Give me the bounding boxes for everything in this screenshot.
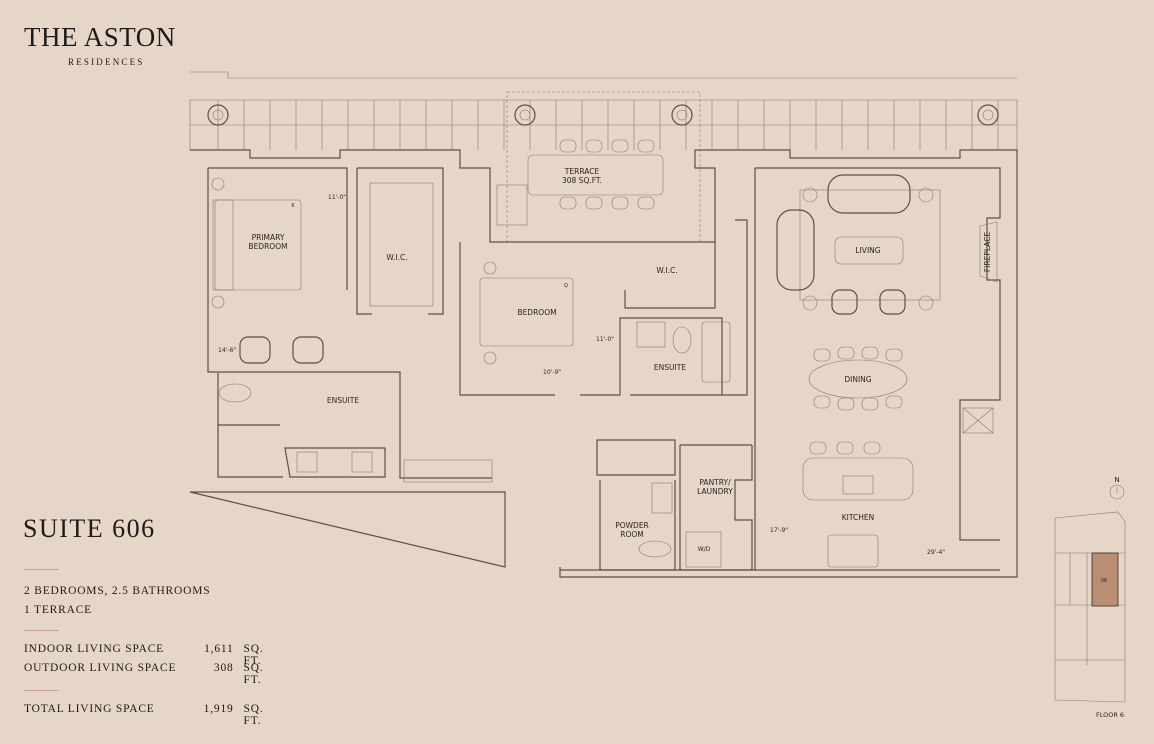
- dimension-label: 29'-4": [927, 549, 945, 556]
- chair: [611, 196, 629, 210]
- room-label: TERRACE: [564, 167, 600, 176]
- room-label: POWDER: [615, 521, 649, 530]
- area-row-outdoor: OUTDOOR LIVING SPACE 308 SQ. FT.: [24, 662, 284, 686]
- primary-bedroom-walls: [207, 167, 444, 415]
- kitchen-island: [802, 457, 914, 501]
- chair: [885, 348, 903, 362]
- area-unit: SQ. FT.: [243, 643, 264, 667]
- room-label: PRIMARY: [252, 233, 285, 242]
- dining-table: [808, 359, 908, 399]
- chair: [559, 139, 577, 153]
- armchair: [292, 336, 324, 364]
- room-label: W/D: [698, 546, 711, 553]
- chair: [861, 397, 879, 411]
- suite-terrace: 1 TERRACE: [24, 604, 93, 616]
- bed-size-label: K: [291, 203, 295, 209]
- room-label: BEDROOM: [248, 242, 287, 251]
- coffee-table: [834, 236, 904, 265]
- terrace-paving: [189, 71, 1018, 243]
- area-unit: SQ. FT.: [243, 662, 264, 686]
- area-value: 308: [213, 662, 234, 674]
- brand-logo-title: THE ASTON: [24, 22, 176, 52]
- chair: [585, 139, 603, 153]
- dimension-label: 17'-9": [770, 527, 788, 534]
- chair: [837, 397, 855, 411]
- dimension-label: 11'-0": [596, 336, 614, 343]
- cooktop: [827, 534, 879, 568]
- total-unit: SQ. FT.: [243, 703, 264, 727]
- dimension-label: 14'-6": [218, 347, 236, 354]
- chair: [637, 139, 655, 153]
- north-arrow-icon: [1109, 484, 1125, 500]
- fireplace: [979, 221, 998, 283]
- powder-pantry-walls: [596, 439, 753, 571]
- chair: [637, 196, 655, 210]
- closet-shelving: [369, 182, 434, 307]
- room-label: 308 SQ.FT.: [562, 176, 602, 185]
- room-label: ENSUITE: [327, 396, 359, 405]
- total-value: 1,919: [203, 703, 234, 715]
- room-label: LIVING: [855, 246, 880, 255]
- divider: [24, 630, 59, 631]
- brand-logo-subtitle: RESIDENCES: [68, 57, 145, 67]
- living-walls: [560, 167, 1001, 571]
- room-label: W.I.C.: [386, 253, 407, 262]
- planter-icons: [207, 104, 999, 126]
- king-bed: [214, 199, 302, 291]
- room-label: ENSUITE: [654, 363, 686, 372]
- area-label: OUTDOOR LIVING SPACE: [24, 662, 177, 674]
- chair: [885, 395, 903, 409]
- washer-dryer: [685, 531, 722, 568]
- total-label: TOTAL LIVING SPACE: [24, 703, 155, 715]
- chair: [837, 346, 855, 360]
- north-label: N: [1114, 476, 1119, 484]
- armchair: [239, 336, 271, 364]
- key-plan-unit-label: 06: [1101, 578, 1107, 584]
- chair: [809, 441, 827, 455]
- divider: [24, 690, 59, 691]
- suite-title: SUITE 606: [23, 514, 156, 543]
- room-label: BEDROOM: [517, 308, 556, 317]
- terrace-table: [527, 154, 664, 196]
- chair: [863, 441, 881, 455]
- bedroom-walls: [459, 219, 748, 396]
- closet: [403, 459, 493, 483]
- chair: [861, 346, 879, 360]
- room-label: LAUNDRY: [697, 487, 733, 496]
- living-rug: [799, 189, 941, 301]
- dimension-label: 11'-0": [328, 194, 346, 201]
- area-row-total: TOTAL LIVING SPACE 1,919 SQ. FT.: [24, 703, 284, 727]
- ensuite-walls: [217, 373, 492, 479]
- key-plan-suite-highlight: [1091, 552, 1119, 607]
- queen-bed: [479, 277, 574, 347]
- area-value: 1,611: [204, 643, 234, 655]
- headboard: [212, 199, 234, 291]
- bbq-grill: [496, 184, 528, 226]
- room-label: DINING: [844, 375, 871, 384]
- room-label: FIREPLACE: [983, 232, 992, 273]
- room-label: KITCHEN: [842, 513, 875, 522]
- area-label: INDOOR LIVING SPACE: [24, 643, 165, 655]
- chair: [585, 196, 603, 210]
- bed-size-label: Q: [564, 283, 568, 289]
- room-label: PANTRY/: [699, 478, 731, 487]
- sofa: [827, 174, 911, 214]
- area-row-indoor: INDOOR LIVING SPACE 1,611 SQ. FT.: [24, 643, 284, 667]
- divider: [24, 569, 59, 570]
- key-plan: N 06 FLOOR 6: [1054, 476, 1126, 719]
- exterior-wall: [189, 149, 1018, 578]
- suite-rooms: 2 BEDROOMS, 2.5 BATHROOMS: [24, 585, 211, 597]
- chair: [813, 348, 831, 362]
- chair: [813, 395, 831, 409]
- floor-label: FLOOR 6: [1096, 711, 1124, 719]
- chair: [611, 139, 629, 153]
- room-label: W.I.C.: [656, 266, 677, 275]
- chair: [836, 441, 854, 455]
- room-label: ROOM: [620, 530, 644, 539]
- chair: [559, 196, 577, 210]
- sofa: [776, 209, 815, 291]
- dimension-label: 10'-9": [543, 369, 561, 376]
